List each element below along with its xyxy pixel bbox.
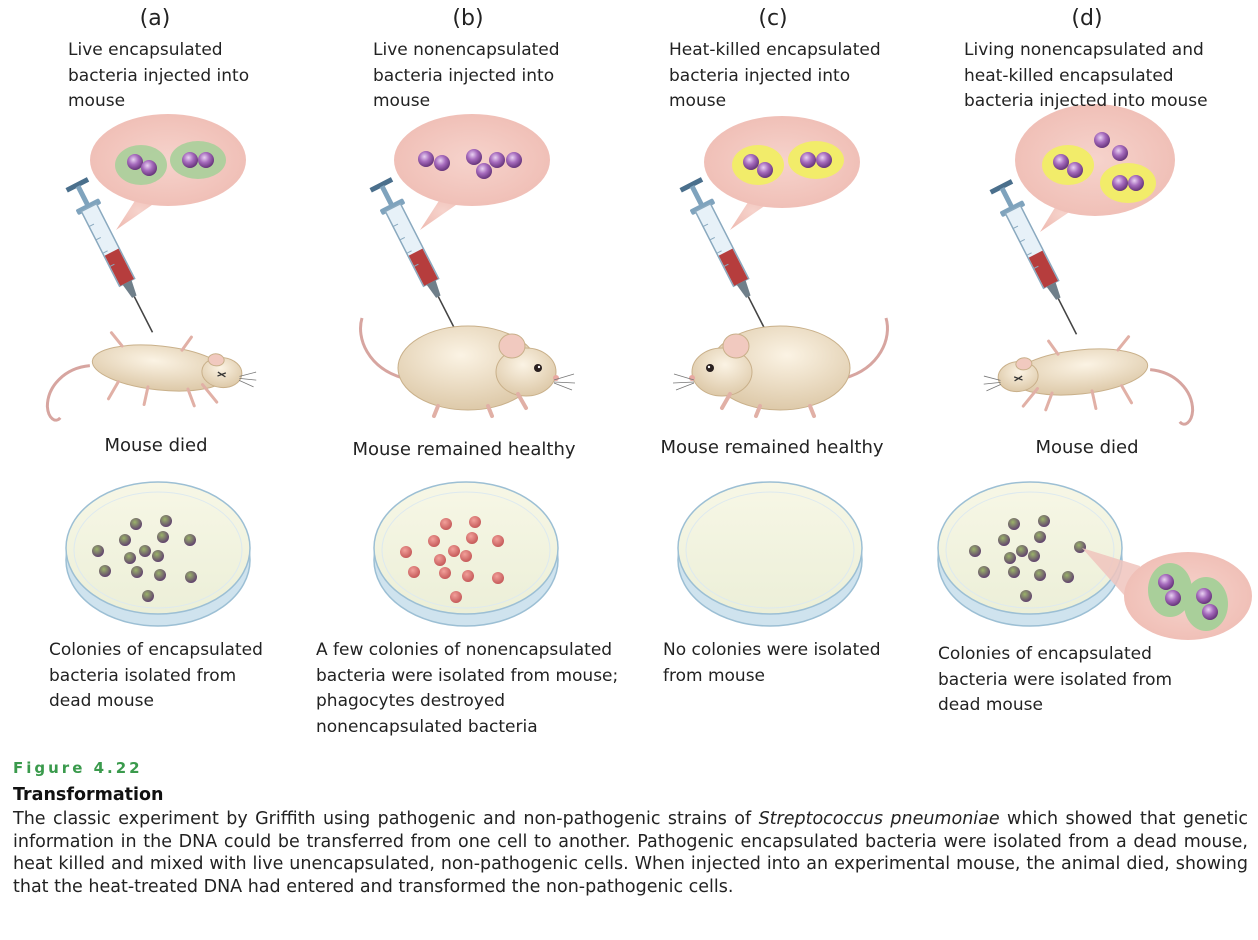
panel-letter-c: (c) — [758, 6, 788, 31]
panel-outcome-c: Mouse remained healthy — [660, 437, 884, 458]
panel-caption-c: Heat-killed encapsulated bacteria inject… — [669, 40, 881, 111]
panel-letter-a: (a) — [139, 6, 171, 31]
encapsulated-bacteria-a — [115, 141, 226, 185]
panel-letter-b: (b) — [452, 6, 484, 31]
colony-magnification-d — [1082, 548, 1252, 640]
figure-description-part2: which showed that genetic information in… — [13, 809, 1248, 897]
petri-dish-c — [677, 481, 863, 627]
mixed-bacteria-d — [1042, 132, 1156, 203]
panel-result-a: Colonies of encapsulated bacteria isolat… — [49, 640, 263, 711]
panel-letter-d: (d) — [1071, 6, 1103, 31]
colonies-encapsulated-d — [969, 515, 1086, 602]
figure-description: The classic experiment by Griffith using… — [13, 808, 1248, 898]
figure-title: Transformation — [13, 785, 164, 805]
dead-mouse-d — [978, 325, 1196, 447]
bubble-d — [1015, 104, 1175, 232]
panel-outcome-a: Mouse died — [104, 435, 208, 456]
bubble-c — [704, 116, 860, 230]
figure-label: Figure 4.22 — [13, 759, 143, 777]
bubble-a — [90, 114, 246, 230]
griffith-experiment-diagram — [44, 104, 1252, 640]
panel-outcome-d: Mouse died — [1035, 437, 1139, 458]
heat-killed-bacteria-c — [732, 141, 844, 185]
dead-mouse-a — [44, 321, 262, 443]
panel-outcome-b: Mouse remained healthy — [352, 439, 576, 460]
healthy-mouse-c — [671, 316, 890, 418]
panel-result-c: No colonies were isolated from mouse — [663, 640, 881, 686]
species-name: Streptococcus pneumoniae — [758, 809, 1000, 829]
panel-caption-d: Living nonencapsulated and heat-killed e… — [964, 40, 1208, 111]
panel-result-b: A few colonies of nonencapsulated bacter… — [316, 640, 619, 737]
colonies-encapsulated-a — [92, 515, 197, 602]
bubble-b — [394, 114, 550, 230]
nonencapsulated-bacteria-b — [418, 149, 522, 179]
panel-caption-a: Live encapsulated bacteria injected into… — [68, 40, 250, 111]
figure-description-part1: The classic experiment by Griffith using… — [13, 809, 759, 829]
healthy-mouse-b — [358, 316, 577, 418]
panel-caption-b: Live nonencapsulated bacteria injected i… — [373, 40, 560, 111]
panel-result-d: Colonies of encapsulated bacteria were i… — [938, 644, 1173, 715]
colonies-nonencapsulated-b — [400, 516, 504, 603]
